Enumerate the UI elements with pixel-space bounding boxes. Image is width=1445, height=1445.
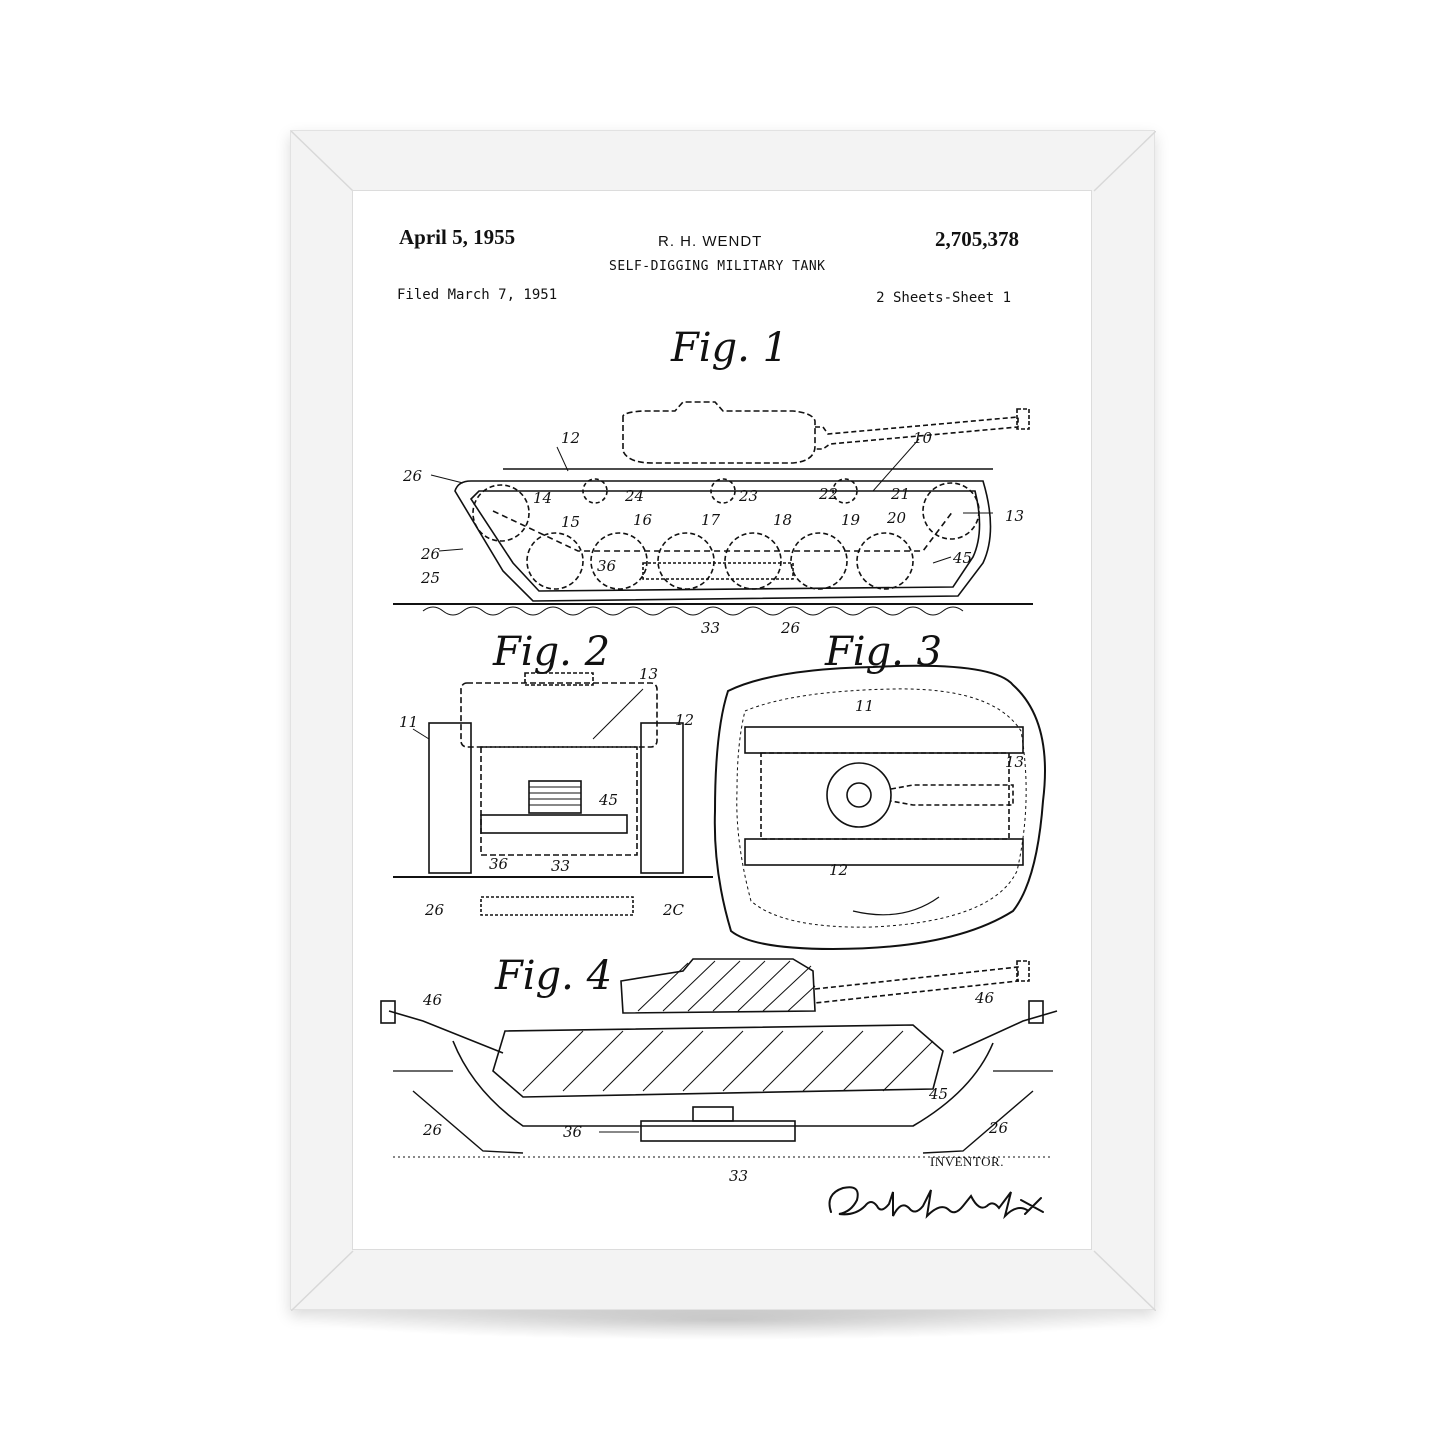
ref-numeral: 24 [625, 487, 645, 505]
ref-numeral: 2C [663, 901, 685, 919]
ref-numeral: 36 [563, 1123, 583, 1141]
ref-numeral: 13 [1005, 507, 1025, 525]
fig3-tank-top-view [713, 664, 1046, 951]
ref-numeral: 36 [489, 855, 509, 873]
ref-numeral: 15 [561, 513, 581, 531]
fig1-label: Fig. 1 [671, 325, 789, 371]
patent-sheet: April 5, 1955 R. H. WENDT 2,705,378 SELF… [352, 190, 1092, 1250]
ref-numeral: 45 [599, 791, 619, 809]
sheet-count: 2 Sheets-Sheet 1 [876, 290, 1011, 306]
filed-date: Filed March 7, 1951 [397, 287, 558, 303]
ref-numeral: 26 [421, 545, 441, 563]
patent-drawing [380, 401, 1058, 1158]
ref-numeral: 26 [403, 467, 423, 485]
inventor-name: R. H. WENDT [658, 233, 763, 250]
ref-numeral: 36 [597, 557, 617, 575]
ref-numeral: 19 [841, 511, 861, 529]
ref-numeral: 17 [701, 511, 721, 529]
ref-numeral: 21 [891, 485, 911, 503]
patent-title: SELF-DIGGING MILITARY TANK [609, 259, 826, 274]
ref-numeral: 46 [975, 989, 995, 1007]
ref-numeral: 11 [399, 713, 419, 731]
fig2-label: Fig. 2 [493, 629, 611, 675]
ref-numeral: 11 [855, 697, 875, 715]
ref-numeral: 10 [913, 429, 933, 447]
ref-numeral: 18 [773, 511, 793, 529]
patent-number: 2,705,378 [935, 227, 1019, 251]
ref-numeral: 22 [819, 485, 839, 503]
ref-numeral: 26 [989, 1119, 1009, 1137]
ref-numeral: 12 [561, 429, 581, 447]
ref-numeral: 45 [929, 1085, 949, 1103]
inventor-label: INVENTOR. [930, 1154, 1004, 1169]
fig4-tank-dug-in [380, 958, 1058, 1158]
ref-numeral: 25 [421, 569, 441, 587]
fig4-label: Fig. 4 [495, 953, 613, 999]
ref-numeral: 12 [829, 861, 849, 879]
patent-date: April 5, 1955 [399, 225, 516, 249]
ref-numeral: 26 [425, 901, 445, 919]
ref-numeral: 33 [551, 857, 571, 875]
ref-numeral: 16 [633, 511, 653, 529]
ref-numeral: 33 [701, 619, 721, 637]
ref-numeral: 14 [533, 489, 553, 507]
ref-numeral: 20 [887, 509, 907, 527]
fig1-tank-side-view [393, 401, 1033, 616]
ref-numeral: 46 [423, 991, 443, 1009]
ref-numeral: 33 [729, 1167, 749, 1185]
ref-numeral: 13 [1005, 753, 1025, 771]
ref-numeral: 12 [675, 711, 695, 729]
ref-numeral: 26 [781, 619, 801, 637]
fig2-tank-front-view [393, 672, 713, 916]
ref-numeral: 26 [423, 1121, 443, 1139]
ref-numeral: 23 [739, 487, 759, 505]
inventor-signature [828, 1186, 1044, 1220]
ref-numeral: 45 [953, 549, 973, 567]
ref-numeral: 13 [639, 665, 659, 683]
